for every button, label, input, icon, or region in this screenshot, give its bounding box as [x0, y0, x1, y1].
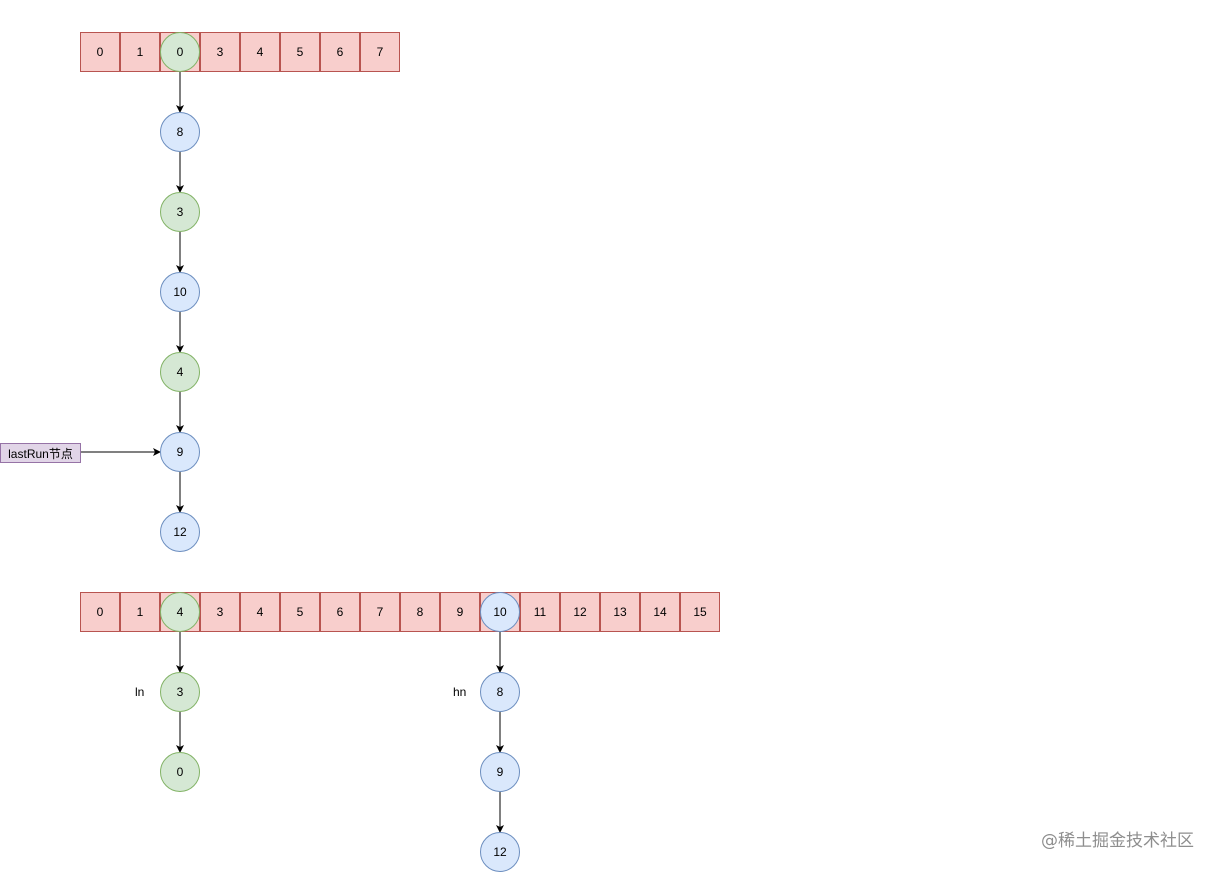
- bottom-array-cell-3: 3: [200, 592, 240, 632]
- top-chain-node-0: 8: [160, 112, 200, 152]
- bottom-array-cell-11: 11: [520, 592, 560, 632]
- hn-chain-node-2: 12: [480, 832, 520, 872]
- bottom-array-cell-4: 4: [240, 592, 280, 632]
- bottom-array-bucket-node-2: 4: [160, 592, 200, 632]
- top-array-cell-4: 4: [240, 32, 280, 72]
- bottom-array-cell-5: 5: [280, 592, 320, 632]
- top-chain-node-4: 9: [160, 432, 200, 472]
- top-array-cell-6: 6: [320, 32, 360, 72]
- bottom-array-cell-13: 13: [600, 592, 640, 632]
- bottom-array-bucket-node-10: 10: [480, 592, 520, 632]
- top-array-cell-7: 7: [360, 32, 400, 72]
- top-array-cell-1: 1: [120, 32, 160, 72]
- arrows-layer: [81, 72, 504, 833]
- top-array-bucket-node: 0: [160, 32, 200, 72]
- bottom-array-cell-7: 7: [360, 592, 400, 632]
- top-array-cell-3: 3: [200, 32, 240, 72]
- watermark: @稀土掘金技术社区: [1041, 831, 1194, 851]
- hn-label: hn: [453, 685, 467, 699]
- bottom-array-cell-6: 6: [320, 592, 360, 632]
- ln-chain-node-0: 3: [160, 672, 200, 712]
- top-array-cell-0: 0: [80, 32, 120, 72]
- top-array-cell-5: 5: [280, 32, 320, 72]
- ln-label: ln: [135, 685, 145, 699]
- top-chain-node-3: 4: [160, 352, 200, 392]
- top-chain-node-2: 10: [160, 272, 200, 312]
- bottom-array-cell-8: 8: [400, 592, 440, 632]
- bottom-array-cell-9: 9: [440, 592, 480, 632]
- hn-chain-node-0: 8: [480, 672, 520, 712]
- bottom-array-cell-12: 12: [560, 592, 600, 632]
- top-chain-node-1: 3: [160, 192, 200, 232]
- top-chain-node-5: 12: [160, 512, 200, 552]
- bottom-array-cell-0: 0: [80, 592, 120, 632]
- bottom-array-cell-15: 15: [680, 592, 720, 632]
- last-run-tag: lastRun节点: [0, 443, 81, 463]
- bottom-array-cell-14: 14: [640, 592, 680, 632]
- bottom-array-cell-1: 1: [120, 592, 160, 632]
- hn-chain-node-1: 9: [480, 752, 520, 792]
- ln-chain-node-1: 0: [160, 752, 200, 792]
